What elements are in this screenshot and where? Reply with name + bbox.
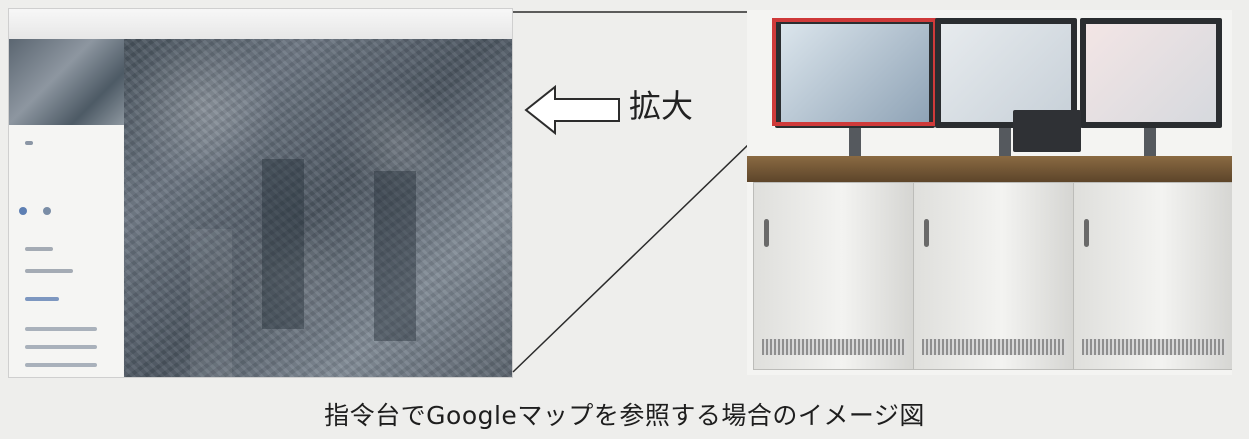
dispatch-desk-photo xyxy=(747,10,1232,375)
cabinet-handle xyxy=(924,219,929,247)
desk-top xyxy=(747,156,1232,182)
figure-caption: 指令台でGoogleマップを参照する場合のイメージ図 xyxy=(324,401,925,430)
sidebar-dot xyxy=(43,207,51,215)
right-monitor xyxy=(1080,18,1222,158)
sidebar-line xyxy=(25,297,59,301)
left-monitor-screen xyxy=(781,24,929,122)
left-monitor xyxy=(775,18,935,158)
lower-connector-line xyxy=(512,113,781,373)
monitor-stand xyxy=(999,128,1011,158)
highlighted-monitor-frame xyxy=(772,18,937,126)
sidebar-dot xyxy=(19,207,27,215)
left-arrow-icon xyxy=(523,84,623,136)
monitor-stand xyxy=(1144,128,1156,158)
left-arrow-shape xyxy=(524,84,620,136)
desk-console xyxy=(1013,110,1081,152)
center-monitor-screen xyxy=(941,24,1071,122)
monitor-stand xyxy=(849,128,861,158)
sidebar-line xyxy=(25,269,73,273)
zoom-label: 拡大 xyxy=(629,87,694,125)
cabinet-right xyxy=(1073,182,1232,370)
sidebar-line xyxy=(25,327,97,331)
cabinet-handle xyxy=(764,219,769,247)
sidebar-line xyxy=(25,363,97,367)
screenshot-top-bar xyxy=(9,9,512,40)
screenshot-thumbnail xyxy=(9,39,134,125)
sidebar-line xyxy=(25,345,97,349)
cabinet-left xyxy=(753,182,915,370)
center-monitor xyxy=(935,18,1077,158)
cabinet-handle xyxy=(1084,219,1089,247)
sidebar-line xyxy=(25,247,53,251)
city-aerial-map xyxy=(124,39,512,377)
sidebar-line xyxy=(25,141,33,145)
cabinet-center xyxy=(913,182,1075,370)
enlarged-google-map-screenshot xyxy=(8,8,513,378)
right-monitor-screen xyxy=(1086,24,1216,122)
